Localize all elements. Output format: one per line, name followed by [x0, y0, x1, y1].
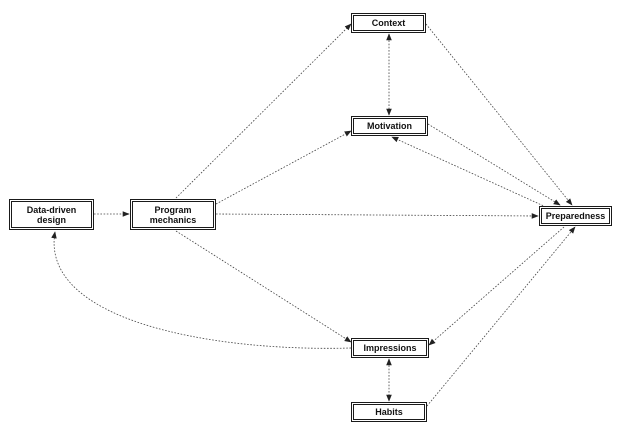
edge-program-to-context	[175, 23, 352, 199]
node-motivation[interactable]: Motivation	[351, 116, 428, 136]
node-preparedness-label: Preparedness	[545, 211, 606, 221]
edge-program-to-preparedness	[215, 213, 539, 219]
node-data-driven-design-label: Data-driven design	[26, 204, 77, 225]
node-data-driven-design[interactable]: Data-driven design	[9, 199, 94, 230]
node-motivation-label: Motivation	[367, 121, 412, 131]
edge-preparedness-to-motivation	[391, 136, 547, 208]
edge-preparedness-to-impressions	[428, 226, 565, 346]
edge-impressions-to-design	[51, 231, 352, 349]
node-preparedness[interactable]: Preparedness	[539, 206, 612, 226]
edge-habits-to-preparedness	[426, 226, 576, 407]
node-habits[interactable]: Habits	[351, 402, 427, 422]
edge-program-to-impressions	[175, 230, 352, 343]
node-impressions-label: Impressions	[363, 343, 417, 353]
edge-motivation-to-preparedness	[427, 123, 561, 206]
edge-program-to-motivation	[215, 130, 352, 205]
edge-context-to-preparedness	[425, 23, 573, 206]
node-habits-label: Habits	[375, 407, 403, 417]
node-context[interactable]: Context	[351, 13, 426, 33]
node-context-label: Context	[371, 18, 406, 28]
node-program-mechanics[interactable]: Program mechanics	[130, 199, 216, 230]
node-impressions[interactable]: Impressions	[351, 338, 429, 358]
node-program-mechanics-label: Program mechanics	[149, 204, 197, 225]
